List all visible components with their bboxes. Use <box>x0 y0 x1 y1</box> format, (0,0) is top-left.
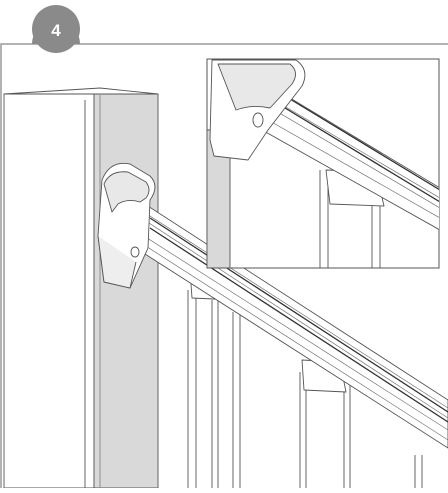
handrail <box>97 162 448 449</box>
detail-inset <box>206 58 440 269</box>
panel-frame <box>0 43 448 488</box>
post <box>3 87 159 488</box>
step-number: 4 <box>51 21 61 40</box>
step-badge: 4 <box>32 5 80 53</box>
